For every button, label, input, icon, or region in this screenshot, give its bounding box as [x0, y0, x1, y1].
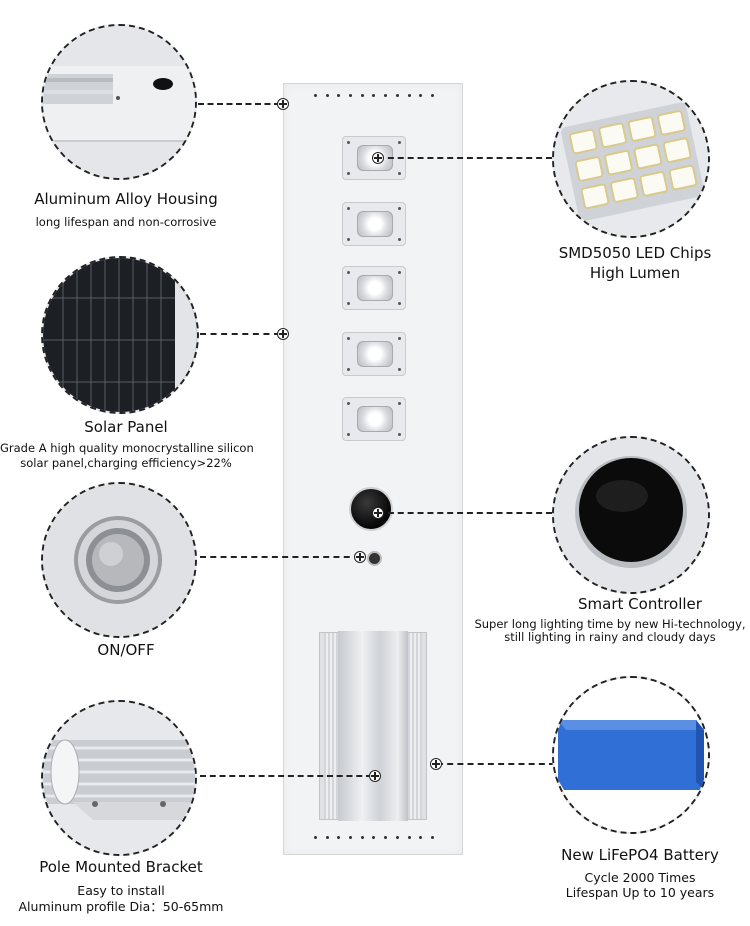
marker-switch [354, 551, 366, 563]
bracket-desc-1: Easy to install [77, 883, 165, 898]
led-title-1: SMD5050 LED Chips [558, 244, 712, 262]
connector-housing [198, 103, 280, 105]
marker-solar [277, 328, 289, 340]
battery-title: New LiFePO4 Battery [561, 846, 719, 864]
vent-holes-top [314, 94, 434, 97]
street-light-body [283, 83, 463, 855]
marker-led [372, 152, 384, 164]
battery-desc-2: Lifespan Up to 10 years [565, 885, 715, 900]
marker-battery [430, 758, 442, 770]
solar-panel-image [41, 256, 199, 414]
solar-desc-2: solar panel,charging efficiency>22% [20, 456, 232, 470]
led-title-2: High Lumen [589, 264, 681, 282]
bracket-detail-image [41, 700, 197, 856]
solar-desc-1: Grade A high quality monocrystalline sil… [0, 441, 254, 455]
connector-solar [200, 333, 280, 335]
battery-desc-1: Cycle 2000 Times [584, 870, 696, 885]
controller-desc-1: Super long lighting time by new Hi-techn… [474, 617, 746, 631]
bracket-title: Pole Mounted Bracket [39, 858, 203, 876]
marker-bracket [369, 770, 381, 782]
controller-image [552, 436, 710, 594]
led-module-5 [342, 397, 406, 441]
led-module-2 [342, 202, 406, 246]
housing-title: Aluminum Alloy Housing [34, 190, 218, 208]
controller-desc-2: still lighting in rainy and cloudy days [504, 630, 716, 644]
led-chips-image [552, 80, 710, 238]
marker-housing [277, 98, 289, 110]
led-module-3 [342, 266, 406, 310]
vent-holes-bottom [314, 836, 434, 839]
connector-bracket [200, 775, 372, 777]
pole-bracket [319, 631, 427, 821]
led-module-4 [342, 332, 406, 376]
solar-title: Solar Panel [84, 418, 168, 436]
controller-title: Smart Controller [578, 595, 702, 613]
light-sensor [349, 487, 393, 531]
marker-controller [372, 507, 384, 519]
connector-battery [437, 763, 555, 765]
bracket-desc-2: Aluminum profile Dia：50-65mm [18, 899, 224, 914]
connector-switch [200, 556, 360, 558]
connector-led [378, 157, 552, 159]
housing-desc: long lifespan and non-corrosive [35, 215, 217, 229]
switch-detail-image [41, 482, 197, 638]
power-switch [367, 551, 382, 566]
housing-detail-image [41, 24, 197, 180]
battery-image [552, 676, 710, 834]
connector-controller [378, 512, 552, 514]
switch-title: ON/OFF [97, 641, 155, 659]
